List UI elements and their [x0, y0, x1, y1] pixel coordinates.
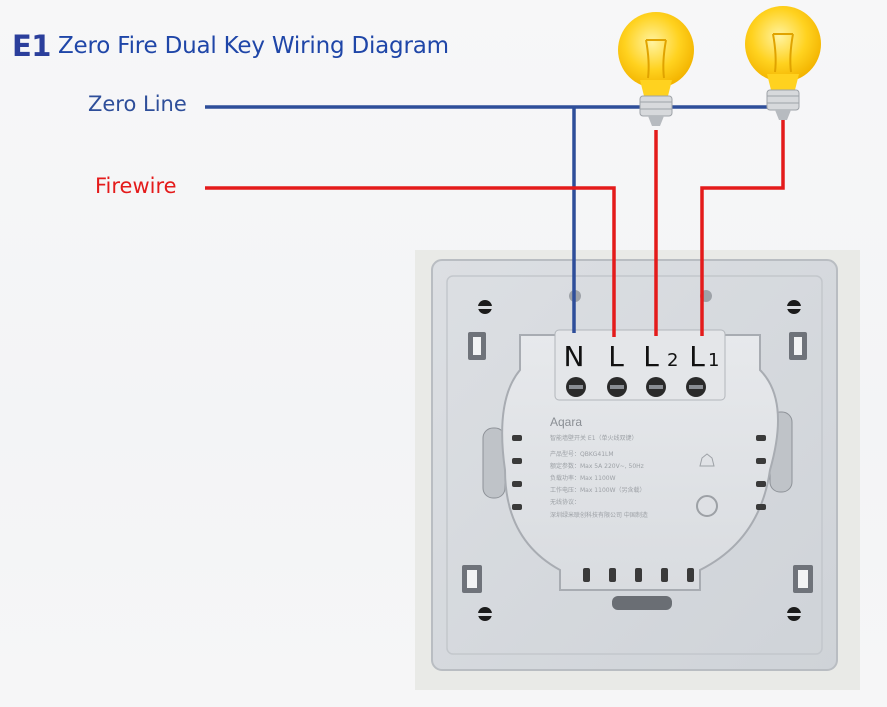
- l1-wire: [700, 120, 785, 336]
- svg-text:负载功率：Max 1100W: 负载功率：Max 1100W: [550, 474, 616, 482]
- bulb-l2: [618, 12, 694, 126]
- module-brand: Aqara: [550, 415, 582, 429]
- terminal-l: L: [608, 340, 624, 373]
- certification-logo-icon: [699, 453, 715, 467]
- svg-text:额定参数：Max 5A 220V~, 50Hz: 额定参数：Max 5A 220V~, 50Hz: [550, 462, 644, 470]
- zero-line-label: Zero Line: [88, 92, 187, 116]
- terminal-labels: N L L 2 L 1: [564, 340, 720, 373]
- diagram-title: E1 Zero Fire Dual Key Wiring Diagram: [12, 26, 449, 66]
- svg-text:产品型号：QBKG41LM: 产品型号：QBKG41LM: [550, 450, 614, 458]
- terminal-l1-sub: 1: [708, 350, 719, 371]
- svg-text:工作电压：Max 1100W（另含载）: 工作电压：Max 1100W（另含载）: [550, 486, 646, 494]
- terminal-n: N: [564, 340, 585, 373]
- firewire-wire: [205, 186, 616, 337]
- svg-text:无线协议：: 无线协议：: [550, 498, 580, 506]
- firewire-label: Firewire: [95, 174, 177, 198]
- terminal-l2: L: [643, 340, 659, 373]
- wires: [205, 105, 785, 337]
- svg-text:智能墙壁开关 E1（单火线双键）: 智能墙壁开关 E1（单火线双键）: [550, 434, 638, 442]
- terminal-l2-sub: 2: [667, 350, 678, 371]
- certification-mark-icon: [696, 495, 718, 517]
- title-code: E1: [12, 29, 52, 63]
- terminal-screws: [566, 377, 706, 397]
- svg-text:深圳绿米联创科技有限公司 中国制造: 深圳绿米联创科技有限公司 中国制造: [550, 511, 648, 519]
- title-text: Zero Fire Dual Key Wiring Diagram: [58, 33, 449, 59]
- terminal-l1: L: [689, 340, 705, 373]
- switch-module: Aqara 智能墙壁开关 E1（单火线双键） 产品型号：QBKG41LM 额定参…: [501, 329, 779, 610]
- module-label-lines: 智能墙壁开关 E1（单火线双键） 产品型号：QBKG41LM 额定参数：Max …: [550, 434, 648, 519]
- bulb-l1: [745, 6, 821, 120]
